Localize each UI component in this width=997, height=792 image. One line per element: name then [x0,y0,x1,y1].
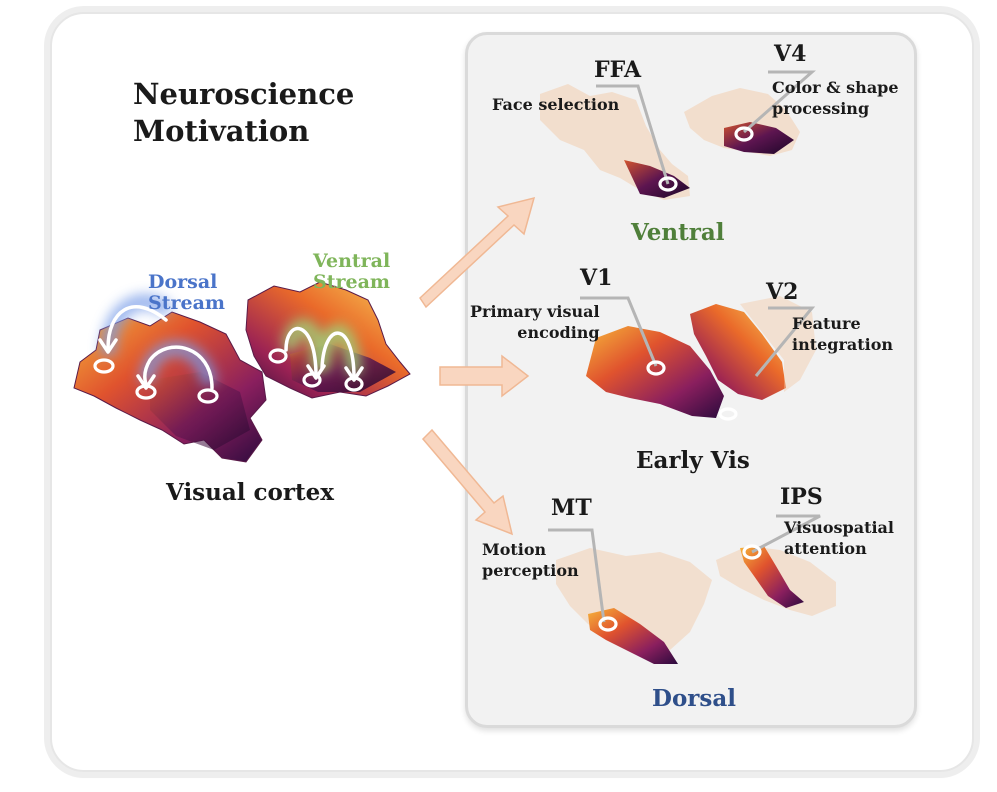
dorsal-ips-active [740,546,804,608]
region-ffa-desc: Face selection [492,95,620,114]
ventral-v4-active [724,122,794,154]
cortex-region-markers [93,348,364,404]
cortex-dorsal-shading [150,372,250,450]
ventral-group-label: Ventral [631,219,725,246]
dorsal-group-label: Dorsal [652,685,736,712]
region-markers [598,126,762,632]
region-v1-desc: Primary visual encoding [470,302,600,342]
region-ffa-label: FFA [594,57,642,83]
early-vis-group-label: Early Vis [636,447,750,474]
region-v4-desc: Color & shape processing [772,78,899,118]
region-mt-label: MT [551,495,592,521]
region-mt-desc: Motion perception [482,540,579,580]
dorsal-mt-active [588,608,678,664]
visual-cortex-caption: Visual cortex [166,479,334,506]
region-ips-desc: Visuospatial attention [784,518,894,558]
early-v1-map [586,326,724,418]
region-v4-label: V4 [774,41,807,67]
leader-lines [548,70,821,623]
region-v2-desc: Feature integration [792,314,894,354]
early-v2-map [690,304,786,400]
region-v2-label: V2 [766,279,799,305]
early-v2-surround [740,296,816,392]
ventral-stream-label: Ventral Stream [313,250,391,294]
arrow-to-ventral [419,196,536,309]
arrow-to-early-vis [439,354,530,398]
region-ips-label: IPS [780,484,823,510]
dorsal-stream-label: Dorsal Stream [148,271,226,315]
ventral-stream-arrows [284,326,364,382]
region-v1-label: V1 [580,265,613,291]
arrow-to-dorsal [421,428,514,536]
dorsal-stream-arrows [98,305,214,390]
figure-title: Neuroscience Motivation [133,77,355,149]
